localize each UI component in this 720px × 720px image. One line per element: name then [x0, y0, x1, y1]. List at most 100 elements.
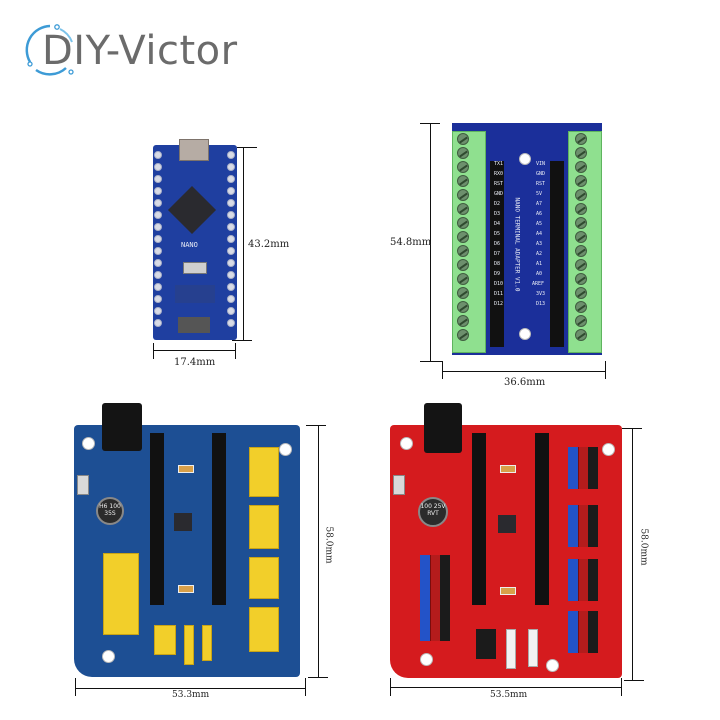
usb-connector — [179, 139, 209, 161]
pin-label: A1 — [536, 261, 543, 267]
pin-label: 3V3 — [536, 291, 546, 297]
adapter-height-tick-bottom — [420, 361, 442, 362]
mounting-hole — [279, 443, 292, 456]
mcu-chip — [167, 185, 217, 235]
blue-shield-width-dim-line — [75, 688, 305, 689]
digital-gnd-pins-2 — [588, 505, 598, 547]
left-nano-header — [472, 433, 486, 605]
pin-label: RST — [536, 181, 546, 187]
icsp-header — [178, 317, 210, 333]
pin-label: RX0 — [494, 171, 504, 177]
mounting-hole-top — [519, 153, 531, 165]
red-shield-width-tick-left — [390, 678, 391, 696]
voltage-regulator — [498, 515, 516, 533]
red-shield-width-tick-right — [621, 678, 622, 696]
red-io-shield: 100 25V RVT — [390, 403, 622, 678]
pin-label: A0 — [536, 271, 543, 277]
pin-label: D7 — [494, 251, 501, 257]
nano-height-tick-bottom — [232, 340, 252, 341]
red-shield-height-tick-bottom — [624, 680, 644, 681]
pin-label: AREF — [532, 281, 545, 287]
pin-label: D4 — [494, 221, 501, 227]
electrolytic-capacitor: H6 100 35S — [96, 497, 124, 525]
analog-gnd-pins — [440, 555, 450, 641]
red-shield-width-label: 53.5mm — [490, 690, 528, 700]
nano-silkscreen: NANO — [181, 241, 198, 249]
smd-capacitor — [178, 585, 194, 593]
digital-vcc-pins-3 — [578, 559, 588, 601]
pin-label: D5 — [494, 231, 501, 237]
led-indicators — [175, 285, 215, 303]
red-shield-height-tick-top — [622, 428, 642, 429]
uart-header — [528, 629, 538, 667]
power-header — [154, 625, 176, 655]
digital-vcc-pins-4 — [578, 611, 588, 653]
digital-signal-pins-4 — [568, 611, 578, 653]
mounting-hole — [602, 443, 615, 456]
reset-button — [77, 475, 89, 495]
right-nano-header — [212, 433, 226, 605]
mounting-hole-bottom — [519, 328, 531, 340]
blue-shield-height-tick-bottom — [308, 677, 328, 678]
digital-vcc-pins-2 — [578, 505, 588, 547]
nano-height-label: 43.2mm — [248, 239, 290, 250]
voltage-regulator — [174, 513, 192, 531]
blue-shield-height-label: 58.0mm — [323, 526, 334, 564]
blue-io-shield: H6 100 35S — [74, 403, 300, 677]
power-header — [476, 629, 496, 659]
watermark-text: DIY-Victor — [42, 28, 238, 74]
nano-height-dim-line — [243, 147, 244, 340]
pin-label: A5 — [536, 221, 543, 227]
adapter-height-tick-top — [420, 123, 440, 124]
digital-signal-pins-3 — [568, 559, 578, 601]
mounting-hole — [82, 437, 95, 450]
analog-signal-pins — [420, 555, 430, 641]
adapter-height-dim-line — [430, 123, 431, 361]
digital-vcc-pins-1 — [578, 447, 588, 489]
pin-label: GND — [494, 191, 504, 197]
pin-label: A7 — [536, 201, 543, 207]
i2c-header — [506, 629, 516, 669]
i2c-header — [184, 625, 194, 665]
pin-label: D8 — [494, 261, 501, 267]
dc-power-jack — [424, 403, 462, 453]
digital-gnd-pins-1 — [588, 447, 598, 489]
electrolytic-capacitor: 100 25V RVT — [418, 497, 448, 527]
adapter-width-label: 36.6mm — [504, 377, 546, 388]
adapter-silkscreen: NANO TERMINAL ADAPTER V1.0 — [513, 197, 521, 292]
blue-shield-height-tick-top — [306, 425, 326, 426]
smd-capacitor — [178, 465, 194, 473]
pin-label: D10 — [494, 281, 504, 287]
nano-width-tick-right — [235, 343, 236, 359]
left-female-header — [490, 161, 504, 347]
pin-label: D11 — [494, 291, 504, 297]
dc-power-jack — [102, 403, 142, 451]
pin-label: A6 — [536, 211, 543, 217]
nano-width-tick-left — [153, 343, 154, 359]
pin-label: GND — [536, 171, 546, 177]
digital-svg-header-4 — [249, 607, 279, 652]
mounting-hole — [420, 653, 433, 666]
pin-label: D12 — [494, 301, 504, 307]
uart-header — [202, 625, 212, 661]
nano-width-dim-line — [153, 350, 235, 351]
nano-height-tick-top — [237, 147, 257, 148]
mounting-hole — [102, 650, 115, 663]
adapter-width-tick-left — [442, 361, 443, 379]
smd-capacitor — [500, 465, 516, 473]
digital-signal-pins-2 — [568, 505, 578, 547]
right-female-header — [550, 161, 564, 347]
pin-label: RST — [494, 181, 504, 187]
analog-svg-header — [103, 553, 139, 635]
digital-svg-header-2 — [249, 505, 279, 549]
adapter-width-tick-right — [605, 361, 606, 379]
blue-shield-width-tick-left — [75, 678, 76, 696]
nano-board: NANO — [153, 139, 237, 340]
pin-label: D2 — [494, 201, 501, 207]
blue-shield-width-label: 53.3mm — [172, 690, 210, 700]
red-shield-height-dim-line — [632, 428, 633, 680]
pin-label: A2 — [536, 251, 543, 257]
watermark-logo: DIY-Victor — [22, 22, 262, 82]
blue-shield-height-dim-line — [318, 425, 319, 677]
digital-signal-pins-1 — [568, 447, 578, 489]
